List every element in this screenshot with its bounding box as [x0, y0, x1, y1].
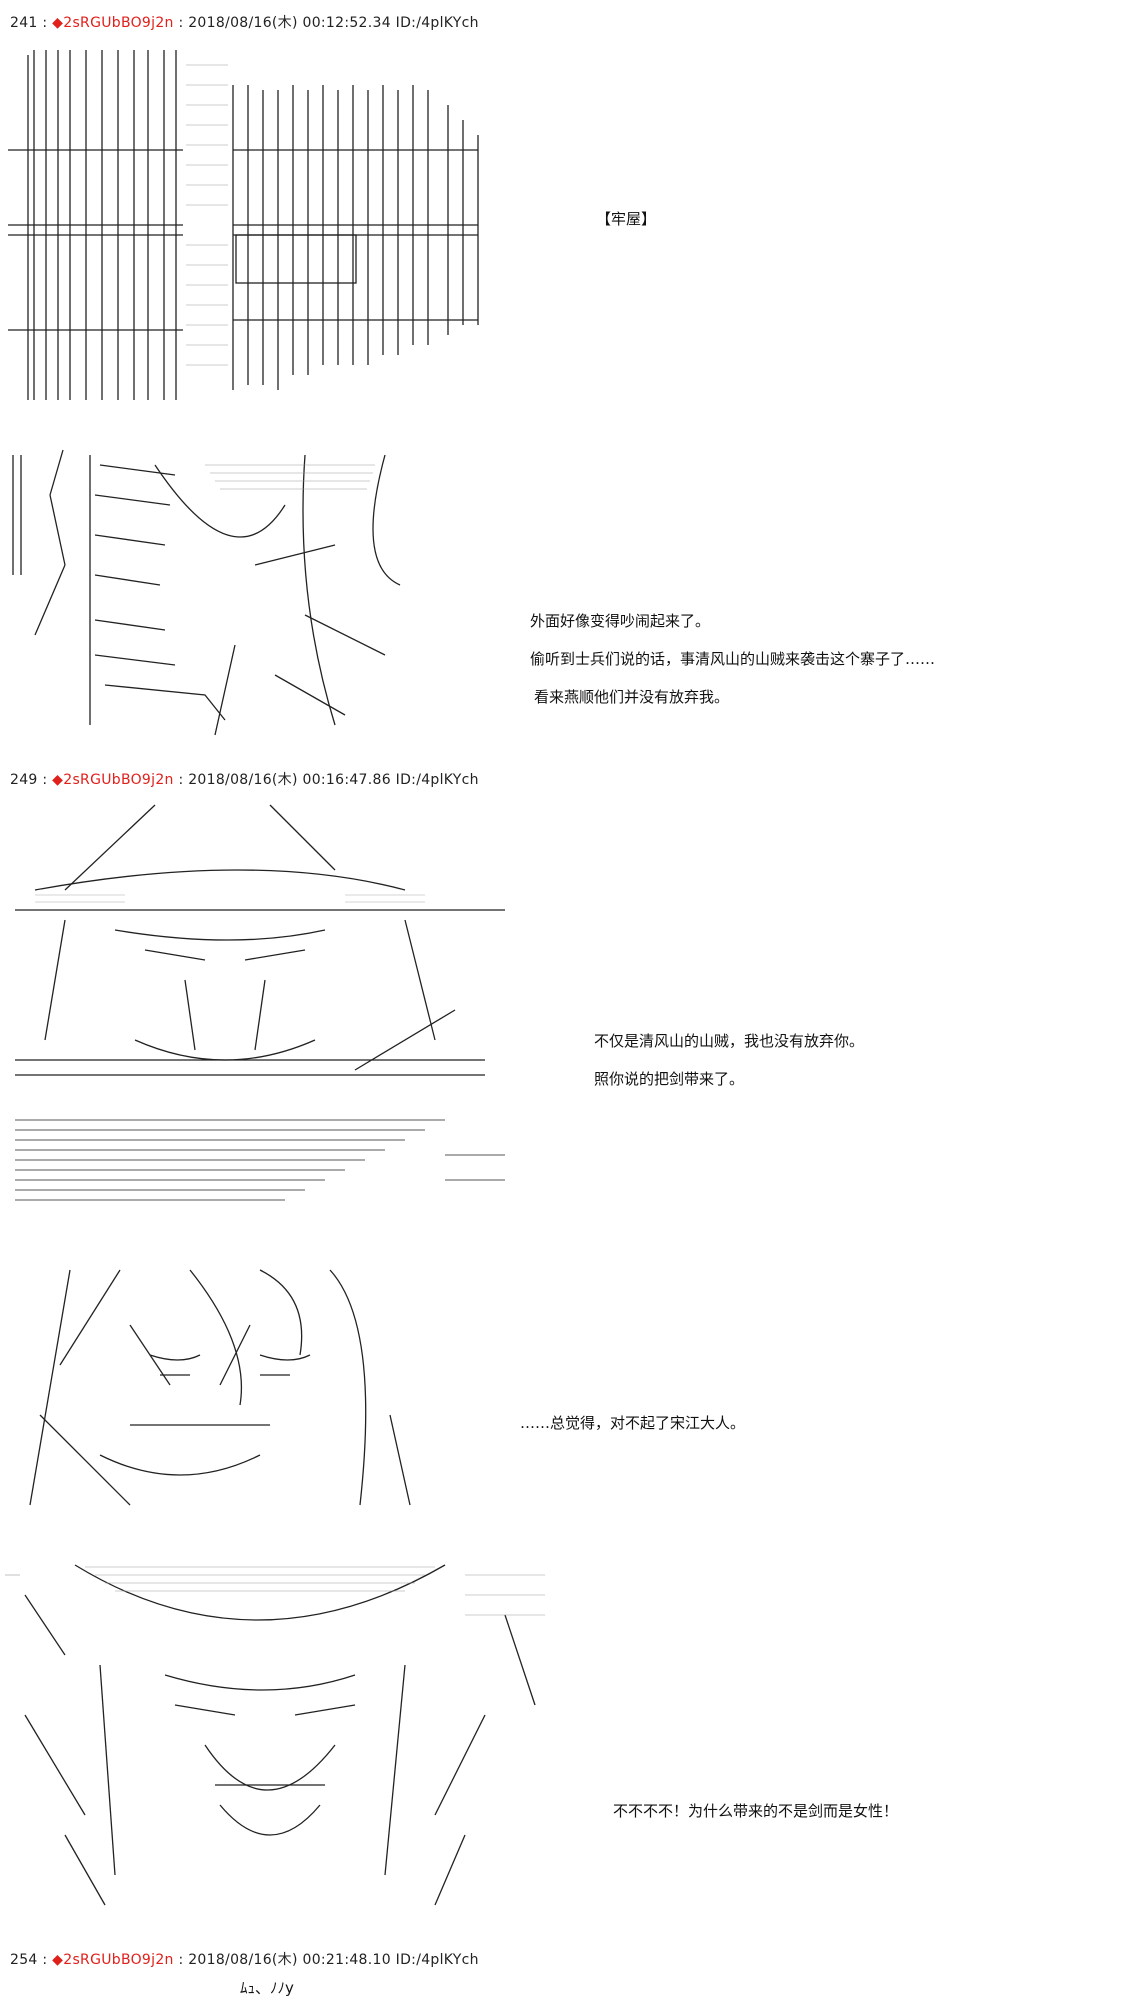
post-header-241: 241 : ◆2sRGUbBO9j2n : 2018/08/16(木) 00:1… [10, 15, 479, 31]
ascii-art-hat-character [5, 800, 515, 1220]
caption-line: 偷听到士兵们说的话，事清风山的山贼来袭击这个寨子了…… [530, 650, 936, 668]
post-tripcode[interactable]: 2sRGUbBO9j2n [63, 15, 174, 31]
post-number: 254 [10, 1952, 38, 1968]
caption-group-hat: 不仅是清风山的山贼，我也没有放弃你。 照你说的把剑带来了。 [594, 1031, 864, 1107]
post-meta: : 2018/08/16(木) 00:21:48.10 ID:/4plKYch [173, 1952, 479, 1968]
trip-diamond-icon: ◆ [52, 1952, 64, 1968]
ascii-art-surprised-character [5, 1555, 545, 1915]
post-header-249: 249 : ◆2sRGUbBO9j2n : 2018/08/16(木) 00:1… [10, 772, 479, 788]
post-number: 249 [10, 772, 38, 788]
caption-line: 外面好像变得吵闹起来了。 [530, 612, 711, 630]
post-tripcode[interactable]: 2sRGUbBO9j2n [63, 1952, 174, 1968]
caption-line: 照你说的把剑带来了。 [594, 1070, 745, 1088]
caption-prison: 【牢屋】 [596, 210, 657, 228]
caption-surprise: 不不不不！为什么带来的不是剑而是女性！ [613, 1802, 899, 1820]
caption-group-window: 外面好像变得吵闹起来了。 偷听到士兵们说的话，事清风山的山贼来袭击这个寨子了……… [530, 611, 935, 725]
caption-apology: ……总觉得，对不起了宋江大人。 [520, 1414, 746, 1432]
post-tripcode[interactable]: 2sRGUbBO9j2n [63, 772, 174, 788]
post-header-254: 254 : ◆2sRGUbBO9j2n : 2018/08/16(木) 00:2… [10, 1952, 479, 1968]
caption-line: 看来燕顺他们并没有放弃我。 [534, 688, 730, 706]
trip-diamond-icon: ◆ [52, 772, 64, 788]
post-number: 241 [10, 15, 38, 31]
trip-diamond-icon: ◆ [52, 15, 64, 31]
ascii-art-partial-line: ﾑｭ、ﾉﾉy [240, 1979, 294, 1997]
ascii-art-character-window [5, 445, 425, 745]
ascii-art-prison [8, 45, 488, 405]
post-meta: : 2018/08/16(木) 00:16:47.86 ID:/4plKYch [173, 772, 479, 788]
caption-line: 不仅是清风山的山贼，我也没有放弃你。 [594, 1032, 865, 1050]
post-meta: : 2018/08/16(木) 00:12:52.34 ID:/4plKYch [173, 15, 479, 31]
ascii-art-apology-character [10, 1265, 430, 1515]
